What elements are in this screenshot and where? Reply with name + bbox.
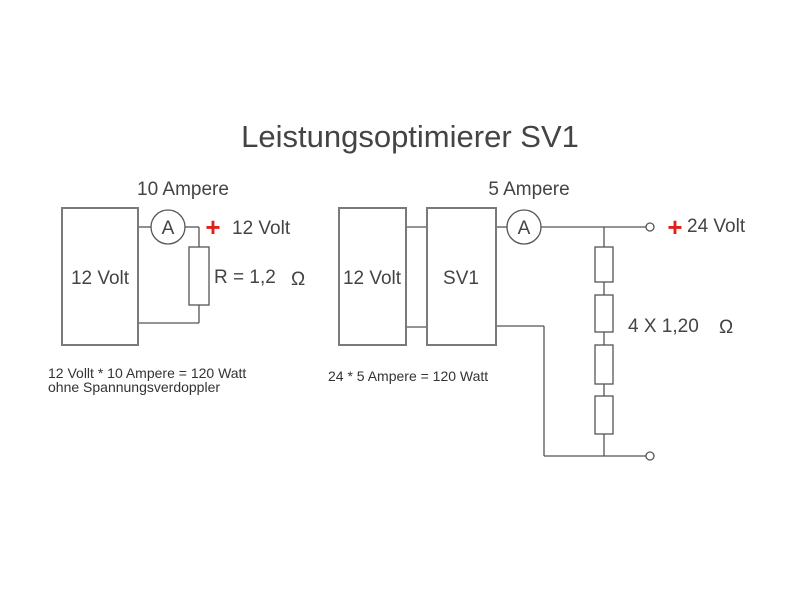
left-resistor bbox=[188, 246, 210, 306]
right-plus-icon: + bbox=[667, 212, 682, 242]
right-ammeter bbox=[506, 209, 542, 245]
right-resistor-label: 4 X 1,20 bbox=[628, 316, 699, 337]
left-ammeter-symbol: A bbox=[162, 218, 175, 239]
left-source-box bbox=[61, 207, 139, 346]
sv1-converter-label: SV1 bbox=[443, 268, 479, 289]
left-source-label: 12 Volt bbox=[71, 268, 130, 289]
right-resistor bbox=[594, 395, 614, 435]
right-terminal-negative bbox=[645, 451, 655, 461]
right-source-label: 12 Volt bbox=[343, 268, 402, 289]
right-terminal-positive bbox=[645, 222, 655, 232]
right-resistor bbox=[594, 246, 614, 283]
right-ammeter-symbol: A bbox=[518, 218, 531, 239]
right-current-label: 5 Ampere bbox=[488, 179, 569, 200]
left-voltage-label: 12 Volt bbox=[232, 218, 291, 239]
right-resistor bbox=[594, 294, 614, 333]
left-current-label: 10 Ampere bbox=[137, 179, 229, 200]
right-ohm-icon: Ω bbox=[719, 317, 733, 338]
sv1-converter-box bbox=[426, 207, 497, 346]
left-ohm-icon: Ω bbox=[291, 269, 305, 290]
left-plus-icon: + bbox=[205, 212, 220, 242]
left-note-line1: 12 Vollt * 10 Ampere = 120 Watt bbox=[48, 365, 246, 381]
left-resistor-label: R = 1,2 bbox=[214, 267, 276, 288]
left-note-line2: ohne Spannungsverdoppler bbox=[48, 379, 220, 395]
left-circuit: 12 Volt A 10 Ampere R = 1,2 Ω + 12 Volt … bbox=[48, 179, 305, 395]
right-note: 24 * 5 Ampere = 120 Watt bbox=[328, 368, 488, 384]
left-ammeter bbox=[150, 209, 186, 245]
page-title: Leistungsoptimierer SV1 bbox=[241, 119, 579, 154]
right-source-box bbox=[338, 207, 407, 346]
right-resistor bbox=[594, 344, 614, 385]
right-circuit: 12 Volt SV1 A 5 Ampere + 24 Volt 4 X 1,2… bbox=[328, 179, 746, 461]
right-voltage-label: 24 Volt bbox=[687, 216, 746, 237]
